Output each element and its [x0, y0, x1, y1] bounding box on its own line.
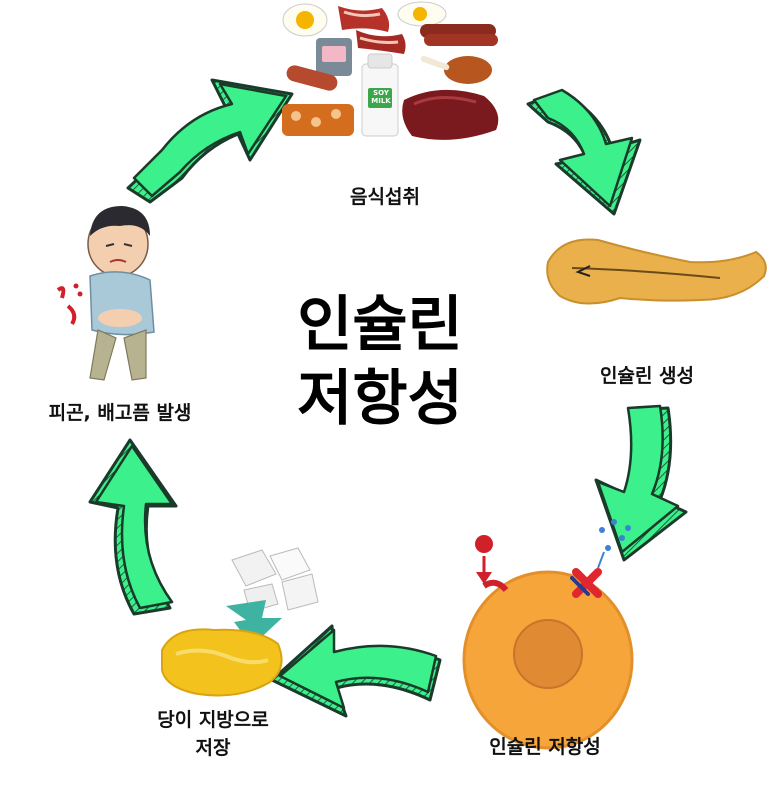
stage-sugar-storage-line2: 저장 [195, 737, 231, 759]
tired-person-illustration [56, 206, 155, 381]
stage-food-intake-label: 음식섭취 [350, 186, 420, 208]
cycle-arrow-2 [526, 88, 642, 216]
fat-illustration [161, 628, 283, 697]
pancreas-illustration [546, 238, 767, 305]
cycle-arrow-3 [594, 404, 688, 562]
cycle-arrow-5 [88, 438, 178, 616]
diagram-title-line1: 인슐린 [297, 290, 463, 360]
diagram-title-line2: 저항성 [297, 364, 463, 434]
stage-insulin-production-label: 인슐린 생성 [599, 365, 694, 387]
stage-sugar-storage-label: 당이 지방으로 저장 [128, 706, 298, 762]
stage-fatigue-hunger-label: 피곤, 배고픔 발생 [48, 402, 192, 424]
stage-insulin-resistance-label: 인슐린 저항성 [489, 736, 601, 758]
sugar-cubes-illustration [226, 547, 319, 646]
food-illustration [282, 1, 499, 140]
cycle-arrow-1 [126, 78, 294, 204]
cycle-arrow-4 [270, 624, 442, 718]
diagram-title: 인슐린 저항성 [250, 288, 510, 436]
cell-illustration [462, 519, 634, 750]
stage-sugar-storage-line1: 당이 지방으로 [157, 709, 269, 731]
